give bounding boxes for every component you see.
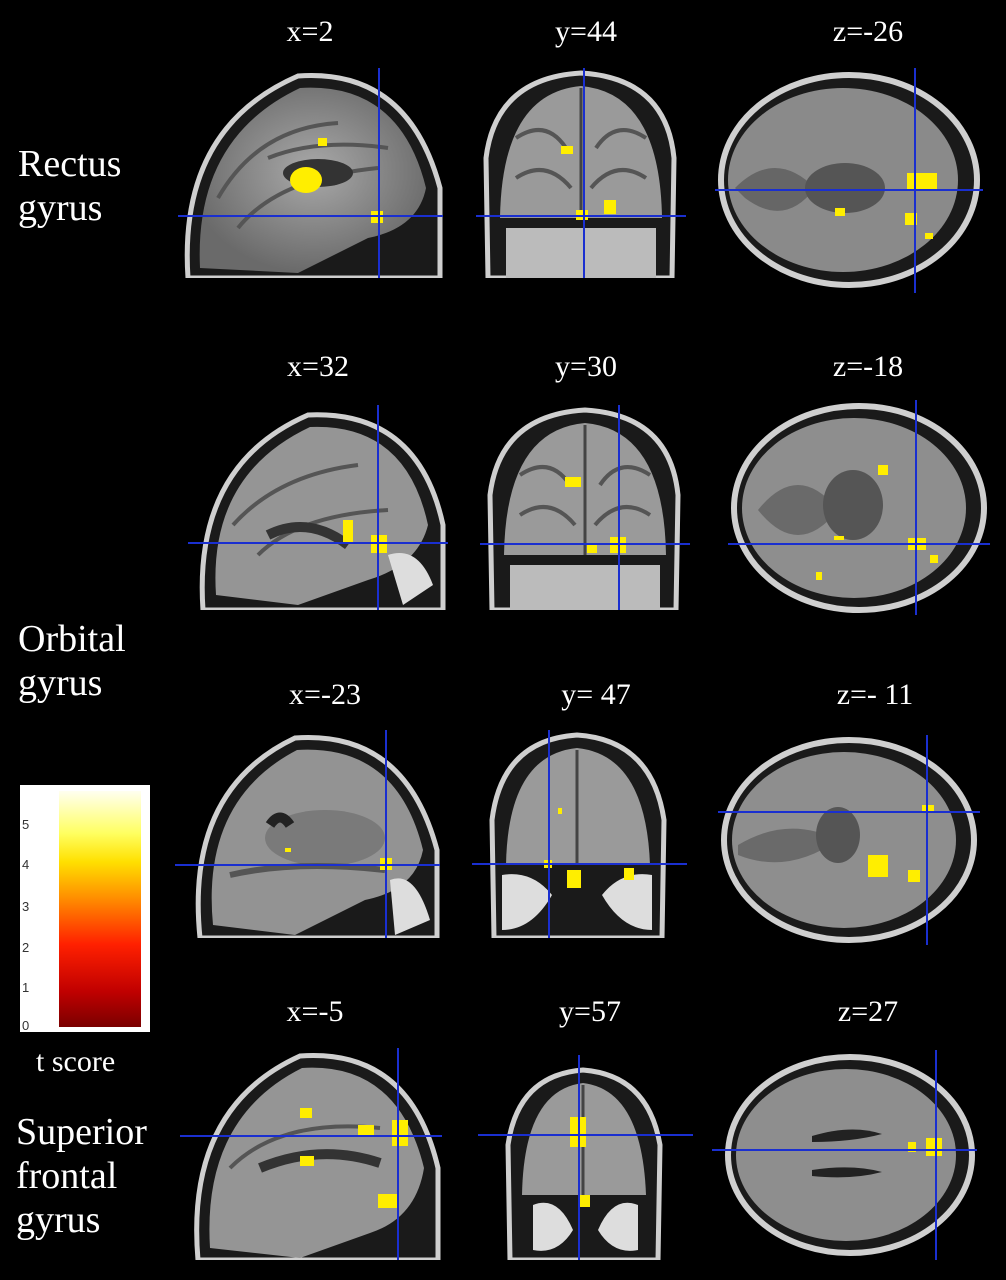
- sagittal-slice-image: [175, 730, 440, 938]
- sagittal-slice-image: [180, 1048, 442, 1260]
- colorbar-gradient: [57, 789, 143, 1029]
- colorbar-tick: 2: [22, 940, 30, 955]
- axial-slice-image: [712, 1050, 977, 1260]
- activation-blob: [290, 167, 322, 193]
- row-label-rectus: Rectus gyrus: [18, 142, 121, 230]
- colorbar-title: t score: [36, 1045, 116, 1078]
- coronal-slice-image: [478, 1055, 693, 1260]
- axial-slice-image: [728, 400, 990, 615]
- sagittal-slice-image: [178, 68, 443, 278]
- slice-label: y= 47: [561, 678, 631, 711]
- row-label-orbital: Orbital gyrus: [18, 617, 126, 705]
- slice-label: z=-18: [832, 350, 904, 383]
- coronal-slice-image: [472, 730, 687, 938]
- row-label-line: Rectus: [18, 143, 122, 185]
- row-label-line: Orbital: [18, 618, 126, 660]
- colorbar-tick: 0: [22, 1018, 30, 1033]
- coronal-slice-image: [480, 405, 690, 610]
- row-label-line: gyrus: [18, 187, 103, 229]
- slice-label: x=2: [286, 15, 334, 48]
- slice-label: x=-5: [286, 995, 344, 1028]
- slice-label: z=27: [837, 995, 899, 1028]
- row-label-line: Superior: [16, 1111, 147, 1153]
- slice-label: y=30: [555, 350, 617, 383]
- slice-label: z=-26: [832, 15, 904, 48]
- row-label-superior-frontal: Superior frontal gyrus: [16, 1110, 147, 1242]
- axial-slice-image: [715, 68, 983, 293]
- row-label-line: gyrus: [18, 662, 103, 704]
- row-label-line: gyrus: [16, 1199, 101, 1241]
- row-label-line: frontal: [16, 1155, 118, 1197]
- slice-label: z=- 11: [836, 678, 914, 711]
- colorbar-tick: 4: [22, 857, 30, 872]
- slice-label: y=44: [555, 15, 617, 48]
- colorbar-tick: 1: [22, 980, 30, 995]
- slice-label: x=-23: [289, 678, 361, 711]
- slice-label: x=32: [287, 350, 349, 383]
- colorbar-tick: 5: [22, 817, 30, 832]
- colorbar-tick: 3: [22, 899, 30, 914]
- slice-label: y=57: [559, 995, 621, 1028]
- colorbar: 5 4 3 2 1 0: [20, 785, 150, 1055]
- coronal-slice-image: [476, 68, 686, 278]
- axial-slice-image: [718, 735, 980, 945]
- sagittal-slice-image: [188, 405, 448, 610]
